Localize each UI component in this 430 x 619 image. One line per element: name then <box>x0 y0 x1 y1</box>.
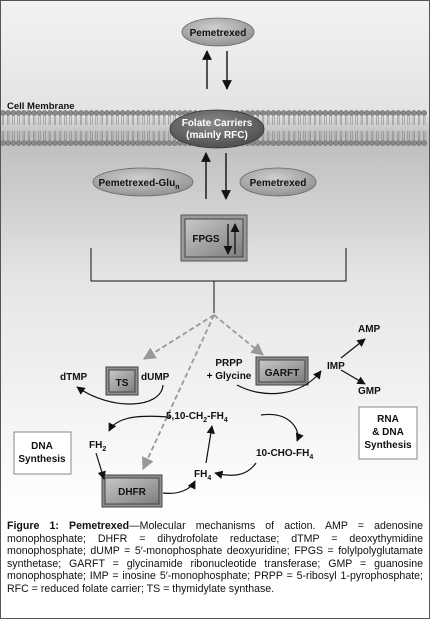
svg-text:DNA: DNA <box>31 441 53 452</box>
inhibit-ts-arrow <box>142 314 215 360</box>
figure-caption: Figure 1: Pemetrexed—Molecular mechanism… <box>7 520 423 596</box>
dhfr-enzyme-box: DHFR <box>101 474 163 508</box>
svg-text:Folate Carriers: Folate Carriers <box>182 118 253 129</box>
svg-text:DHFR: DHFR <box>118 487 147 498</box>
formyl-to-fh4-arrow <box>214 462 257 479</box>
methylene-to-fh2-arrow <box>108 415 172 432</box>
svg-text:Pemetrexed-Glun: Pemetrexed-Glun <box>99 178 180 191</box>
diagram-panel: Pemetrexed Cell Membrane Folate Carriers… <box>0 1 429 516</box>
fpgs-enzyme-box: FPGS <box>180 214 248 262</box>
svg-text:FPGS: FPGS <box>192 234 220 245</box>
ts-enzyme-box: TS <box>105 366 139 396</box>
fh4-to-methylene-arrow <box>205 425 215 464</box>
imp-to-amp-arrow <box>340 338 366 359</box>
pemetrexed-extracellular: Pemetrexed <box>181 17 255 47</box>
folate-carriers: Folate Carriers (mainly RFC) <box>169 109 265 149</box>
dtmp-label: dTMP <box>60 372 88 383</box>
fh2-label: FH2 <box>89 440 106 453</box>
pemetrexed-intracellular: Pemetrexed <box>239 167 317 197</box>
fh4-label: FH4 <box>194 469 211 482</box>
svg-text:GARFT: GARFT <box>265 368 299 379</box>
methylene-thf-label: 5,10-CH2-FH4 <box>166 411 228 424</box>
garft-reaction-arrow <box>236 370 322 395</box>
caption-label: Figure 1: Pemetrexed <box>7 520 130 532</box>
svg-text:Synthesis: Synthesis <box>18 454 66 465</box>
dna-synthesis-box: DNA Synthesis <box>13 431 72 475</box>
formyl-thf-label: 10-CHO-FH4 <box>256 448 313 461</box>
imp-label: IMP <box>327 361 345 372</box>
fh2-to-dhfr-arrow <box>95 452 106 480</box>
polyglutamate-bracket <box>90 248 347 282</box>
mechanism-diagram: Pemetrexed Cell Membrane Folate Carriers… <box>0 1 429 516</box>
glycine-label: + Glycine <box>207 371 252 382</box>
svg-text:& DNA: & DNA <box>372 427 404 438</box>
inhibit-dhfr-arrow <box>142 314 215 471</box>
dhfr-to-fh4-arrow <box>162 480 196 494</box>
garft-enzyme-box: GARFT <box>255 356 309 386</box>
methylene-to-formyl-arrow <box>260 413 304 442</box>
svg-text:(mainly RFC): (mainly RFC) <box>186 130 248 141</box>
imp-to-gmp-arrow <box>340 369 366 385</box>
cell-membrane-label: Cell Membrane <box>7 101 75 112</box>
svg-text:Pemetrexed: Pemetrexed <box>250 178 307 189</box>
dump-label: dUMP <box>141 372 170 383</box>
inhibit-garft-arrow <box>213 314 264 356</box>
svg-text:Synthesis: Synthesis <box>364 440 412 451</box>
amp-label: AMP <box>358 324 381 335</box>
svg-text:Pemetrexed: Pemetrexed <box>190 28 247 39</box>
ts-reaction-arrow <box>76 384 164 405</box>
svg-text:RNA: RNA <box>377 414 399 425</box>
caption-text: —Molecular mechanisms of action. AMP = a… <box>7 520 423 595</box>
svg-text:TS: TS <box>116 378 129 389</box>
prpp-label: PRPP <box>215 358 243 369</box>
pemetrexed-glu-oval: Pemetrexed-Glun <box>92 167 194 197</box>
rna-dna-synthesis-box: RNA & DNA Synthesis <box>358 406 418 460</box>
gmp-label: GMP <box>358 386 381 397</box>
